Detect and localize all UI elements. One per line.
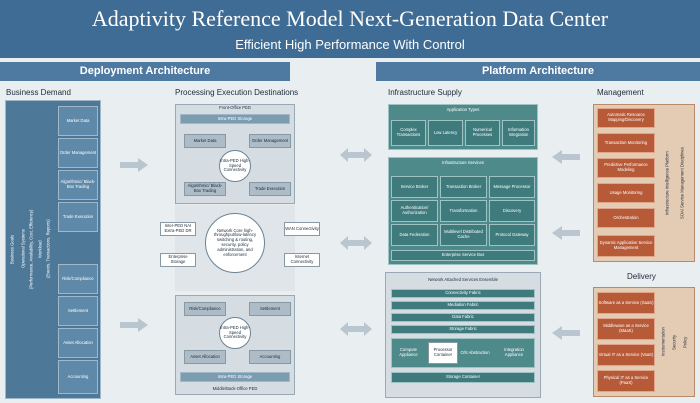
mediation-fabric: Mediation Fabric [391,301,535,310]
business-goals-label: Business Goals [9,234,15,264]
delivery-paas: Physical IT as a Service (PaaS) [597,370,655,392]
delivery-policy-label: Policy [682,336,688,348]
page-subtitle: Efficient High Performance With Control [235,37,465,52]
middle-intra-ped-storage: Intra-PED Storage [180,372,290,382]
network-core: Network Core high-throughput/low-latency… [205,213,265,273]
middle-app-risk-compliance: Risk/Compliance [184,302,226,316]
demand-item-risk-compliance: Risk/Compliance [58,264,98,294]
middle-office-ped-title: Middle/Back-Office PED [212,385,258,391]
front-intra-ped-storage: Intra-PED Storage [180,114,290,124]
storage-container: Storage Container [391,372,535,383]
mgmt-soa-disciplines-label: SOA/ Service Management Disciplines [679,147,685,219]
integration-appliance: Integration Appliance [504,347,524,357]
demand-item-market-data: Market Data [58,106,98,136]
flow-arrow-left-icon [552,326,580,340]
demand-item-algorithmic-trading: Algorithmic/ Black-Box Trading [58,170,98,200]
demand-item-settlement: Settlement [58,296,98,326]
front-app-market-data: Market Data [184,134,226,148]
service-data-federation: Data Federation [391,224,438,246]
service-protocol-gateway: Protocol Gateway [489,224,535,246]
title-banner [0,0,700,58]
application-types-title: Application Types [446,106,480,112]
compute-appliance: Compute Appliance [399,347,418,357]
demand-item-order-management: Order Management [58,138,98,168]
wan-connectivity-node: WAN Connectivity [284,222,320,236]
appliance-row [391,338,535,368]
mgmt-predictive-modeling: Predictive Performance Modeling [597,158,655,178]
management-heading: Management [597,88,644,97]
enterprise-service-bus: Enterprise Service Bus [391,250,535,261]
demand-item-trade-execution: Trade Execution [58,202,98,232]
bidirectional-arrow-icon [340,148,372,162]
internet-connectivity-node: Internet Connectivity [284,253,320,267]
service-broker: Service Broker [391,176,438,198]
page-title: Adaptivity Reference Model Next-Generati… [91,6,609,31]
inter-ped-node: Inter-PED NAI Extra-PED DR [160,222,196,236]
workload-sublabel: (Events, Transactions, Reports) [45,219,51,279]
deployment-band: Deployment Architecture [0,62,290,81]
front-app-algorithmic-trading: Algorithmic/ Black-Box Trading [184,182,226,196]
delivery-instrumentation-label: Instrumentation [660,327,666,357]
mgmt-orchestration: Orchestration [597,208,655,228]
delivery-saas: Software as a Service (SaaS) [597,292,655,314]
processor-container: Processor Container [428,342,458,364]
enterprise-storage-node: Enterprise Storage [160,253,196,267]
flow-arrow-icon [120,318,148,332]
app-type-numerical-processes: Numerical Processes [465,120,500,146]
delivery-heading: Delivery [627,272,656,281]
infrastructure-heading: Infrastructure Supply [388,88,462,97]
bidirectional-arrow-icon [340,236,372,250]
mgmt-dynamic-service-management: Dynamic Application Service Management [597,235,655,257]
workload-label: Workload [37,240,43,258]
middle-app-accounting: Accounting [249,350,291,364]
bidirectional-arrow-icon [340,322,372,336]
front-connectivity-hub: Intra-PED High-Speed Connectivity [219,150,251,182]
demand-item-asset-allocation: Asset Allocation [58,328,98,358]
service-message-processor: Message Processor [489,176,535,198]
middle-connectivity-hub: Intra-PED High-Speed Connectivity [219,317,251,349]
connectivity-fabric: Connectivity Fabric [391,289,535,298]
service-discovery: Discovery [489,200,535,222]
os-abstraction: O/S Abstraction [460,349,490,355]
flow-arrow-left-icon [552,226,580,240]
front-office-ped-title: Front-Office PED [219,105,251,111]
middle-app-asset-allocation: Asset Allocation [184,350,226,364]
delivery-vaas: Virtual IT as a Service (VaaS) [597,344,655,366]
middle-app-settlement: Settlement [249,302,291,316]
delivery-maas: Middleware as a Service (MaaS) [597,318,655,340]
business-demand-heading: Business Demand [6,88,71,97]
mgmt-infrastructure-intelligence-label: Infrastructure Intelligence Platform [664,151,670,215]
nas-ensemble-title: Network Attached Services Ensemble [428,276,498,282]
delivery-security-label: Security [671,334,677,350]
operational-systems-sublabel: (Performance, Availability, Cost, Effici… [28,209,34,289]
flow-arrow-left-icon [552,150,580,164]
app-type-low-latency: Low Latency [428,120,463,146]
service-transaction-broker: Transaction Broker [440,176,487,198]
service-authentication: Authentication/ Authorization [391,200,438,222]
storage-fabric: Storage Fabric [391,325,535,334]
mgmt-resource-mapping: Automatic Resource Mapping/Discovery [597,108,655,128]
data-fabric: Data Fabric [391,313,535,322]
ped-heading: Processing Execution Destinations [175,88,299,97]
front-app-trade-execution: Trade Execution [249,182,291,196]
app-type-information-integration: Information Integration [502,120,535,146]
platform-band: Platform Architecture [376,62,700,81]
demand-item-accounting: Accounting [58,360,98,394]
mgmt-usage-monitoring: Usage Monitoring [597,183,655,203]
operational-systems-label: Operational Systems [20,229,26,269]
service-distributed-cache: Multilevel Distributed Cache [440,224,487,246]
infrastructure-services-title: Infrastructure Services [442,159,484,165]
app-type-complex-transactions: Complex Transactions [391,120,426,146]
flow-arrow-icon [120,158,148,172]
mgmt-transaction-monitoring: Transaction Monitoring [597,133,655,153]
service-transformation: Transformation [440,200,487,222]
front-app-order-management: Order Management [249,134,291,148]
